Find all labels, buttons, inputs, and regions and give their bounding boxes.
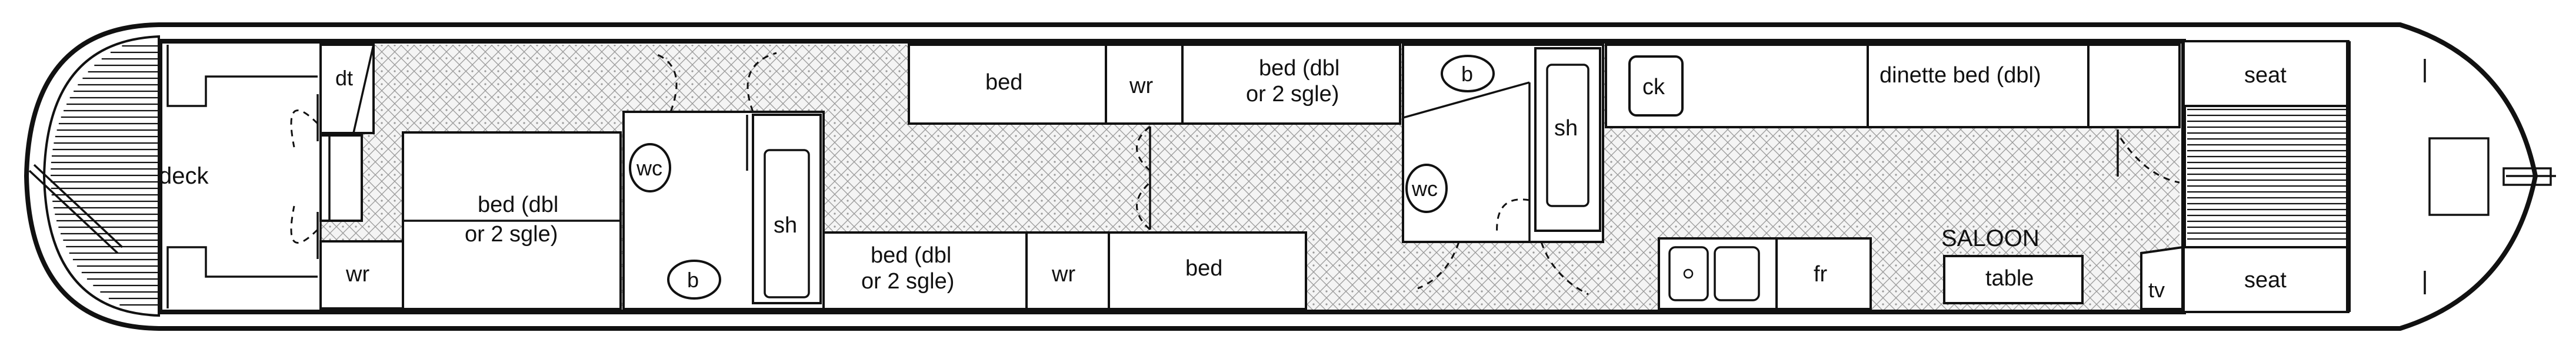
dt-diagonal bbox=[352, 44, 375, 136]
stern-hatch-frame bbox=[319, 134, 363, 222]
cooker bbox=[1628, 55, 1684, 117]
bed-single-upper bbox=[908, 44, 1107, 125]
bathroom-1-door-b bbox=[747, 52, 777, 112]
bow-locker bbox=[2428, 137, 2490, 216]
stern-step-bottom bbox=[166, 246, 318, 308]
stern-hatch-inner bbox=[328, 134, 363, 222]
label-wr-lower: wr bbox=[1051, 262, 1075, 287]
label-table: table bbox=[1985, 266, 2034, 291]
label-wc-2: wc bbox=[1411, 177, 1438, 201]
stern-door-bottom bbox=[290, 205, 319, 244]
bathroom-2-partition bbox=[1402, 81, 1530, 119]
wardrobe-lower bbox=[1025, 231, 1110, 310]
seat-top bbox=[2182, 40, 2350, 107]
label-seat-top: seat bbox=[2244, 63, 2287, 88]
label-dt: dt bbox=[335, 66, 353, 90]
label-wc-1: wc bbox=[636, 156, 662, 180]
wardrobe-upper bbox=[1105, 44, 1184, 125]
bed-dbl-lower bbox=[822, 231, 1028, 310]
label-deck: deck bbox=[159, 163, 209, 189]
label-b-1: b bbox=[687, 268, 699, 292]
saloon-door bbox=[2120, 138, 2180, 184]
bed-single-lower bbox=[1108, 231, 1307, 310]
bow-steps bbox=[2187, 108, 2347, 240]
label-bed-single-lower: bed bbox=[1185, 256, 1222, 281]
bed-dbl-upper bbox=[1181, 44, 1401, 125]
seat-bottom bbox=[2182, 246, 2350, 313]
dinette-bed bbox=[1867, 44, 2090, 128]
wc-1 bbox=[629, 143, 671, 192]
sink-bowl bbox=[1668, 246, 1709, 301]
bathroom-2-inner-door bbox=[1496, 198, 1530, 236]
cabin-door-mid-bottom bbox=[1136, 181, 1151, 231]
dinette-end bbox=[2087, 44, 2181, 128]
sink-drainer bbox=[1714, 246, 1760, 301]
label-bed-dbl-lower-1: bed (dbl bbox=[871, 243, 951, 268]
bathroom-1-door-a bbox=[652, 52, 678, 112]
diesel-tank-cupboard bbox=[319, 44, 375, 134]
fridge bbox=[1775, 237, 1872, 310]
stern-door-top bbox=[290, 109, 319, 148]
label-wr-upper: wr bbox=[1129, 74, 1153, 98]
label-bed-dbl-lower-2: or 2 sgle) bbox=[861, 269, 954, 294]
label-wr-stern: wr bbox=[345, 262, 369, 287]
cabin-door-mid-top bbox=[1136, 125, 1151, 172]
shower-2-tray bbox=[1546, 64, 1589, 207]
tiller-2 bbox=[33, 164, 124, 248]
label-b-2: b bbox=[1461, 62, 1473, 86]
label-dinette: dinette bed (dbl) bbox=[1879, 63, 2041, 88]
bathroom-2-door-b bbox=[1540, 241, 1589, 295]
stern-step-top bbox=[166, 45, 318, 107]
label-bed-dbl-upper-2: or 2 sgle) bbox=[1246, 82, 1339, 107]
wc-2 bbox=[1405, 164, 1448, 213]
saloon-table bbox=[1943, 255, 2084, 304]
stern-deck bbox=[42, 35, 160, 317]
hull-outline bbox=[24, 22, 2538, 331]
label-saloon: SALOON bbox=[1941, 225, 2040, 251]
label-sh-1: sh bbox=[774, 213, 797, 238]
label-sh-2: sh bbox=[1554, 116, 1578, 141]
label-bed-dbl-stern-2: or 2 sgle) bbox=[465, 222, 558, 247]
bow-fitting bbox=[2502, 167, 2552, 186]
label-seat-bottom: seat bbox=[2244, 268, 2287, 293]
tiller bbox=[28, 170, 119, 254]
shower-1-tray bbox=[764, 149, 810, 298]
label-fr: fr bbox=[1814, 262, 1828, 287]
label-bed-dbl-stern-1: bed (dbl bbox=[478, 192, 558, 217]
basin-1 bbox=[667, 260, 721, 300]
label-tv: tv bbox=[2148, 278, 2165, 302]
basin-2 bbox=[1441, 55, 1495, 92]
label-bed-dbl-upper-1: bed (dbl bbox=[1259, 56, 1339, 81]
label-ck: ck bbox=[1642, 75, 1665, 99]
sink-plug bbox=[1683, 268, 1694, 279]
label-bed-single-upper: bed bbox=[985, 70, 1022, 95]
shower-1 bbox=[752, 114, 822, 304]
